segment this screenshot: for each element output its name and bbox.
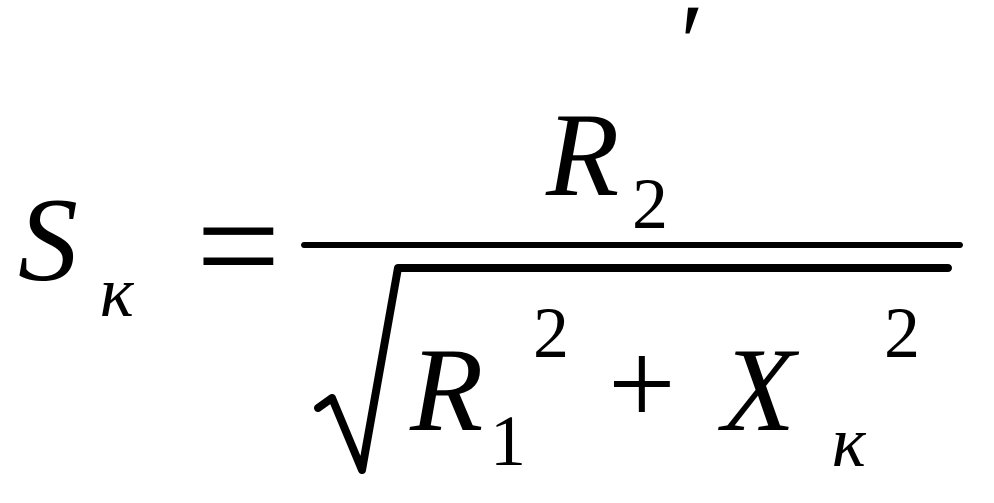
- numerator-subscript: 2: [632, 164, 668, 244]
- denominator-term1-power: 2: [533, 293, 569, 373]
- denominator-term2-subscript: к: [832, 402, 867, 482]
- lhs-subscript: к: [100, 252, 135, 332]
- lhs-symbol: S: [18, 173, 78, 306]
- equals-sign: =: [196, 163, 281, 329]
- radical-sign: [314, 264, 952, 474]
- denominator-term1-symbol: R: [409, 323, 483, 456]
- numerator-prime: ′: [680, 0, 704, 104]
- denominator-term2-power: 2: [884, 293, 920, 373]
- plus-sign: +: [608, 317, 676, 450]
- denominator-term2-symbol: X: [718, 323, 800, 456]
- numerator-symbol: R: [545, 88, 619, 221]
- denominator-term1-subscript: 1: [490, 401, 526, 481]
